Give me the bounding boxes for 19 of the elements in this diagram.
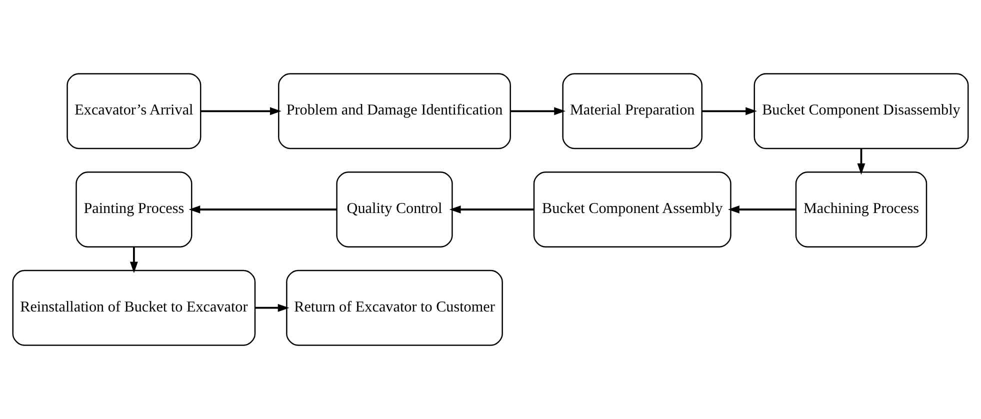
arrow — [130, 246, 138, 274]
arrow — [255, 304, 290, 312]
arrow — [510, 107, 566, 116]
node-box: Excavator’s Arrival — [66, 73, 202, 150]
arrow — [188, 206, 336, 214]
arrow — [728, 206, 796, 214]
node-box: Painting Process — [76, 172, 192, 248]
node-box: Reinstallation of Bucket to Excavator — [12, 270, 256, 346]
node-box: Bucket Component Disassembly — [754, 73, 969, 150]
node-box: Return of Excavator to Customer — [286, 270, 503, 346]
arrow — [857, 148, 866, 175]
node-box: Quality Control — [336, 172, 453, 248]
node-box: Material Preparation — [562, 73, 702, 150]
arrow — [449, 206, 534, 214]
node-box: Machining Process — [795, 172, 928, 248]
arrow — [200, 107, 282, 116]
node-box: Problem and Damage Identification — [278, 73, 511, 150]
arrow — [702, 107, 757, 116]
node-box: Bucket Component Assembly — [533, 172, 732, 248]
